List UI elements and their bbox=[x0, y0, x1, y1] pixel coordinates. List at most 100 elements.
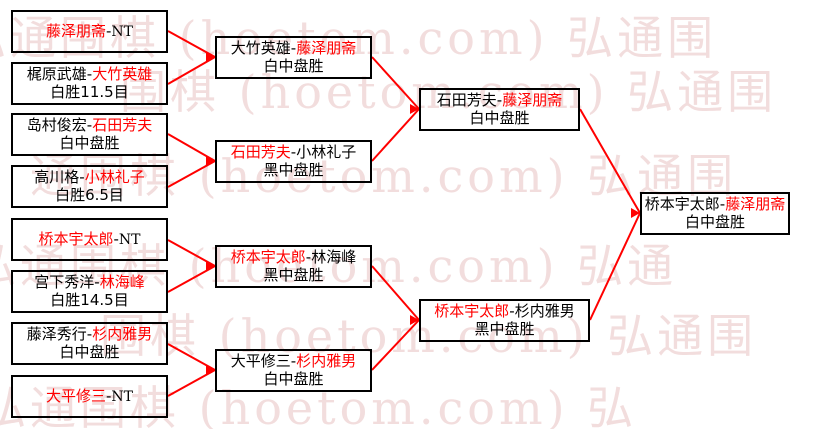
match-pairing: 高川格-小林礼子 bbox=[34, 167, 144, 187]
player-b-name: 藤泽朋斋 bbox=[502, 90, 563, 109]
match-box-r1-m6[interactable]: 宫下秀洋-林海峰白胜14.5目 bbox=[11, 270, 168, 313]
player-a-name: 石田芳夫 bbox=[436, 90, 497, 109]
player-a-name: 宫下秀洋 bbox=[34, 272, 95, 291]
connector-line bbox=[371, 56, 420, 110]
match-result: 白胜6.5目 bbox=[55, 185, 124, 204]
connector-arrowhead bbox=[410, 104, 419, 114]
connector-line bbox=[579, 108, 641, 214]
match-box-r1-m8[interactable]: 大平修三-NT bbox=[11, 375, 168, 418]
player-b-name: 林海峰 bbox=[311, 247, 357, 266]
match-pairing: 藤泽秀行-杉内雅男 bbox=[26, 324, 153, 344]
match-result: 黑中盘胜 bbox=[263, 160, 324, 179]
match-pairing: 桥本宇太郎-林海峰 bbox=[230, 247, 357, 267]
player-b-name: NT bbox=[111, 388, 134, 405]
player-a-name: 桥本宇太郎 bbox=[644, 194, 720, 213]
connector-arrowhead bbox=[206, 52, 215, 62]
player-a-name: 大竹英雄 bbox=[230, 38, 291, 57]
match-pairing: 桥本宇太郎-藤泽朋斋 bbox=[644, 194, 786, 214]
match-box-r2-m2[interactable]: 石田芳夫-小林礼子黑中盘胜 bbox=[215, 140, 372, 183]
match-result: 白胜11.5目 bbox=[50, 82, 129, 101]
match-box-r2-m4[interactable]: 大平修三-杉内雅男白中盘胜 bbox=[215, 349, 372, 392]
pairing-separator: - bbox=[305, 247, 312, 266]
pairing-separator: - bbox=[496, 90, 503, 109]
player-b-name: 杉内雅男 bbox=[92, 324, 153, 343]
match-pairing: 大平修三-杉内雅男 bbox=[230, 351, 357, 371]
match-pairing: 岛村俊宏-石田芳夫 bbox=[27, 115, 153, 135]
player-b-name: 小林礼子 bbox=[296, 142, 357, 161]
match-pairing: 宫下秀洋-林海峰 bbox=[34, 272, 145, 292]
pairing-separator: - bbox=[106, 386, 112, 405]
player-a-name: 桥本宇太郎 bbox=[38, 229, 114, 248]
match-result: 白中盘胜 bbox=[59, 342, 120, 361]
match-box-r1-m3[interactable]: 岛村俊宏-石田芳夫白中盘胜 bbox=[11, 113, 168, 156]
connector-line bbox=[167, 30, 216, 58]
match-result: 白中盘胜 bbox=[59, 133, 120, 152]
connector-line bbox=[167, 343, 216, 371]
match-pairing: 大竹英雄-藤泽朋斋 bbox=[230, 38, 356, 58]
connector-line bbox=[589, 212, 641, 321]
connector-line bbox=[167, 160, 216, 188]
pairing-separator: - bbox=[86, 64, 93, 83]
match-pairing: 藤泽朋斋-NT bbox=[45, 21, 134, 41]
connector-arrowhead bbox=[410, 315, 419, 325]
match-pairing: 桥本宇太郎-NT bbox=[38, 229, 141, 249]
match-result: 白中盘胜 bbox=[263, 56, 324, 75]
connector-line bbox=[167, 265, 216, 293]
connector-arrowhead bbox=[631, 208, 640, 218]
player-b-name: NT bbox=[111, 23, 134, 40]
player-b-name: 杉内雅男 bbox=[514, 301, 575, 320]
player-b-name: 石田芳夫 bbox=[92, 115, 153, 134]
connector-line bbox=[371, 108, 420, 162]
match-pairing: 大平修三-NT bbox=[45, 386, 134, 406]
pairing-separator: - bbox=[86, 324, 93, 343]
pairing-separator: - bbox=[86, 115, 93, 134]
connector-line bbox=[167, 133, 216, 162]
player-b-name: 林海峰 bbox=[99, 272, 145, 291]
match-box-r3-m1[interactable]: 石田芳夫-藤泽朋斋白中盘胜 bbox=[419, 88, 580, 131]
match-result: 黑中盘胜 bbox=[474, 319, 535, 338]
player-a-name: 大平修三 bbox=[45, 386, 106, 405]
pairing-separator: - bbox=[719, 194, 726, 213]
player-b-name: NT bbox=[118, 231, 141, 248]
connector-arrowhead bbox=[206, 261, 215, 271]
player-b-name: 杉内雅男 bbox=[296, 351, 357, 370]
connector-line bbox=[167, 239, 216, 267]
match-result: 白中盘胜 bbox=[263, 369, 324, 388]
match-box-r2-m3[interactable]: 桥本宇太郎-林海峰黑中盘胜 bbox=[215, 245, 372, 288]
player-a-name: 桥本宇太郎 bbox=[434, 301, 510, 320]
player-b-name: 藤泽朋斋 bbox=[725, 194, 786, 213]
connector-line bbox=[371, 265, 420, 321]
pairing-separator: - bbox=[79, 167, 85, 186]
player-a-name: 桥本宇太郎 bbox=[230, 247, 306, 266]
match-box-r3-m2[interactable]: 桥本宇太郎-杉内雅男黑中盘胜 bbox=[419, 299, 590, 342]
match-box-r1-m2[interactable]: 梶原武雄-大竹英雄白胜11.5目 bbox=[11, 62, 168, 105]
match-result: 白中盘胜 bbox=[684, 212, 745, 231]
connector-arrowhead bbox=[206, 156, 215, 166]
pairing-separator: - bbox=[509, 301, 515, 320]
match-pairing: 桥本宇太郎-杉内雅男 bbox=[434, 301, 575, 321]
player-a-name: 梶原武雄 bbox=[26, 64, 87, 83]
pairing-separator: - bbox=[290, 38, 297, 57]
pairing-separator: - bbox=[290, 142, 297, 161]
match-pairing: 石田芳夫-小林礼子 bbox=[230, 142, 357, 162]
match-box-r1-m4[interactable]: 高川格-小林礼子白胜6.5目 bbox=[11, 165, 168, 208]
connector-arrowhead bbox=[206, 365, 215, 375]
pairing-separator: - bbox=[290, 351, 297, 370]
match-box-r1-m1[interactable]: 藤泽朋斋-NT bbox=[11, 10, 168, 53]
player-a-name: 藤泽秀行 bbox=[26, 324, 87, 343]
match-box-r4-final[interactable]: 桥本宇太郎-藤泽朋斋白中盘胜 bbox=[640, 192, 790, 235]
match-pairing: 梶原武雄-大竹英雄 bbox=[26, 64, 153, 84]
connector-line bbox=[167, 369, 216, 397]
pairing-separator: - bbox=[94, 272, 100, 291]
connector-line bbox=[371, 319, 420, 371]
match-result: 白中盘胜 bbox=[469, 108, 530, 127]
player-a-name: 大平修三 bbox=[230, 351, 291, 370]
match-result: 白胜14.5目 bbox=[50, 290, 129, 309]
player-a-name: 藤泽朋斋 bbox=[45, 21, 106, 40]
player-a-name: 石田芳夫 bbox=[230, 142, 291, 161]
match-box-r1-m7[interactable]: 藤泽秀行-杉内雅男白中盘胜 bbox=[11, 322, 168, 365]
player-b-name: 大竹英雄 bbox=[92, 64, 153, 83]
match-box-r1-m5[interactable]: 桥本宇太郎-NT bbox=[11, 218, 168, 261]
match-box-r2-m1[interactable]: 大竹英雄-藤泽朋斋白中盘胜 bbox=[215, 36, 372, 79]
